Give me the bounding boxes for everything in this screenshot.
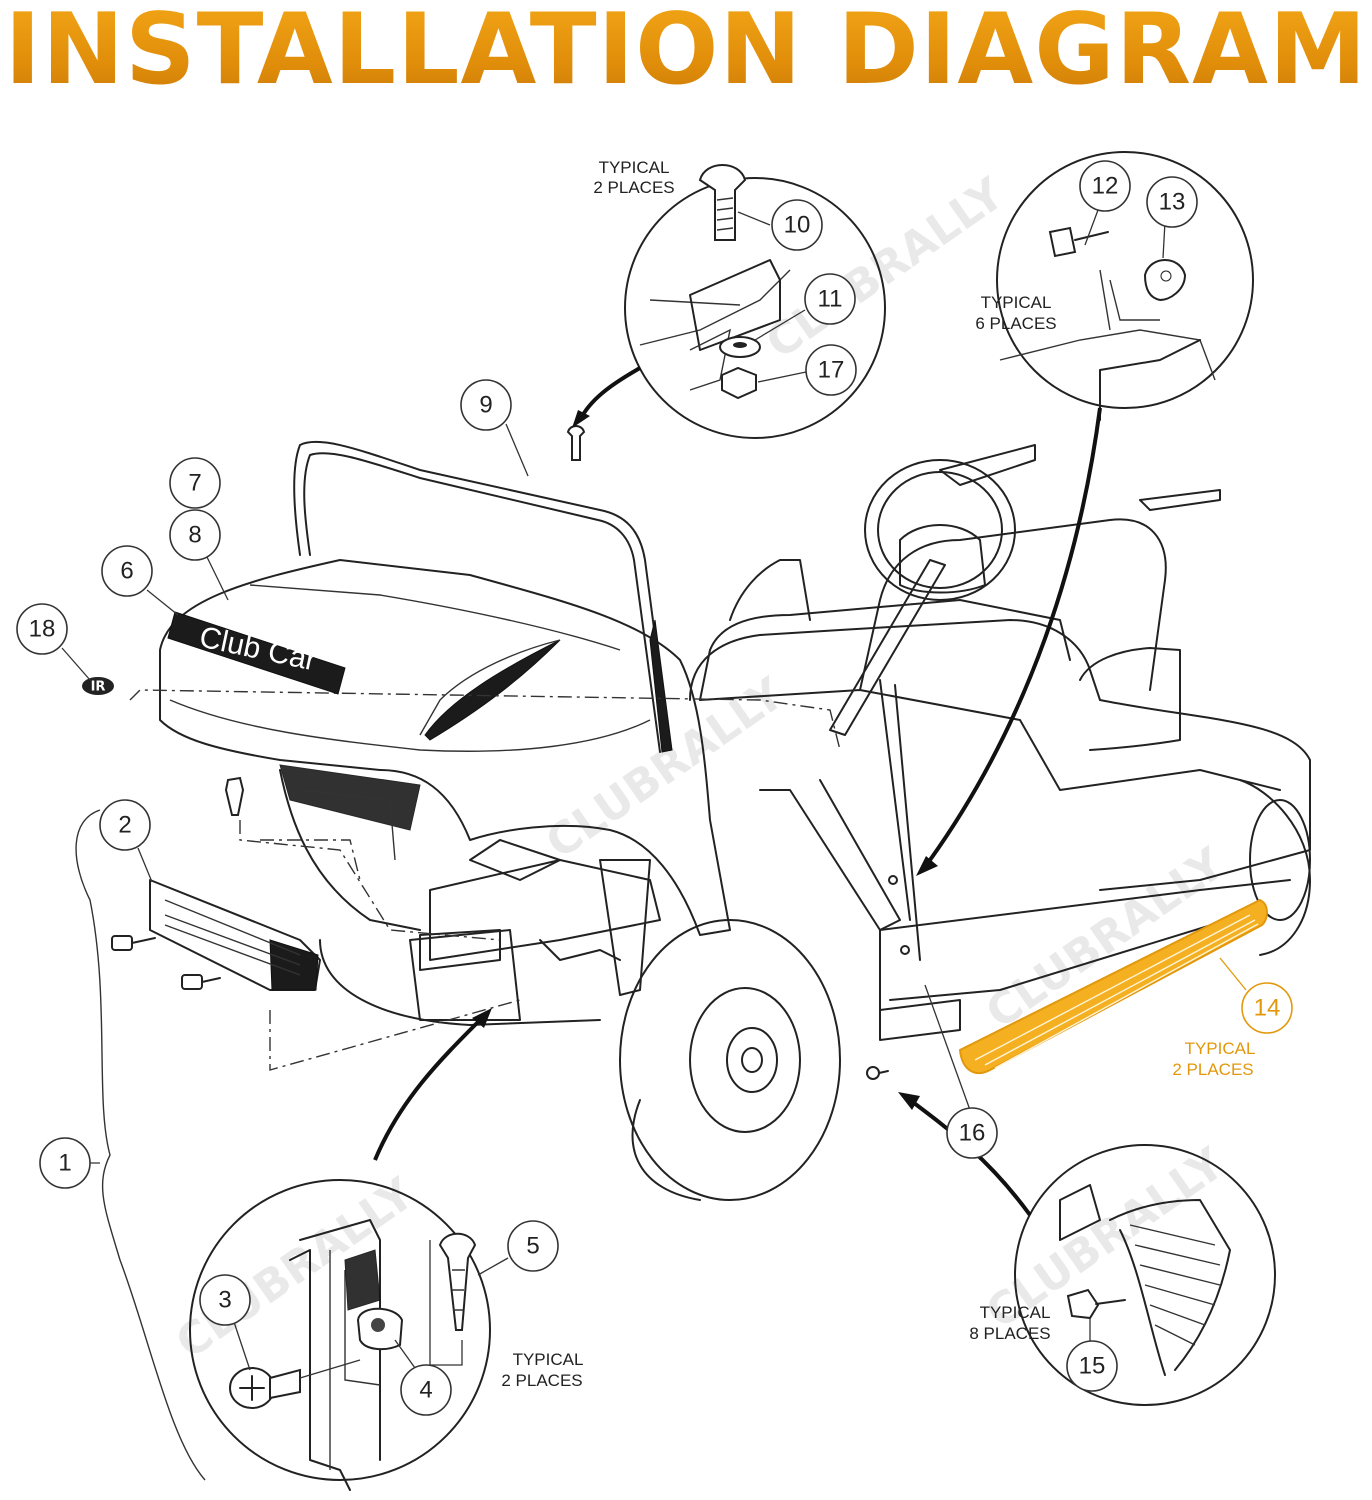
svg-text:TYPICAL: TYPICAL xyxy=(513,1350,584,1369)
callout-5: 5 xyxy=(507,1220,559,1272)
svg-text:8: 8 xyxy=(188,522,201,549)
svg-text:8 PLACES: 8 PLACES xyxy=(969,1324,1050,1343)
watermark-1: CLUBRALLY xyxy=(757,168,1014,369)
note-bumper-detail: TYPICAL 2 PLACES xyxy=(501,1350,583,1390)
callout-14: 14 xyxy=(1241,982,1293,1034)
svg-text:15: 15 xyxy=(1079,1353,1106,1380)
callout-16: 16 xyxy=(946,1107,998,1159)
svg-text:3: 3 xyxy=(218,1287,231,1314)
detail-bolt-top xyxy=(572,164,886,439)
svg-text:2: 2 xyxy=(118,812,131,839)
leader-lines xyxy=(61,209,1247,1371)
ir-logo: IR xyxy=(82,677,114,695)
svg-text:2 PLACES: 2 PLACES xyxy=(593,178,674,197)
callout-9: 9 xyxy=(460,379,512,431)
detail-hood-mount xyxy=(916,151,1254,876)
svg-text:9: 9 xyxy=(479,392,492,419)
note-top-right: TYPICAL 6 PLACES xyxy=(975,293,1056,333)
svg-text:6: 6 xyxy=(120,558,133,585)
bumper-bolt-1 xyxy=(111,935,156,951)
note-bolt-top: TYPICAL 2 PLACES xyxy=(593,158,674,197)
callout-6: 6 xyxy=(101,545,153,597)
svg-text:13: 13 xyxy=(1159,189,1186,216)
svg-text:TYPICAL: TYPICAL xyxy=(1185,1039,1256,1058)
callout-2: 2 xyxy=(99,799,151,851)
callout-4: 4 xyxy=(400,1364,452,1416)
front-bumper xyxy=(75,776,521,1481)
sill-screw xyxy=(866,1066,889,1080)
svg-text:18: 18 xyxy=(29,616,56,643)
callout-7: 7 xyxy=(169,457,221,509)
callout-10: 10 xyxy=(771,199,823,251)
callout-1: 1 xyxy=(39,1137,91,1189)
svg-text:2 PLACES: 2 PLACES xyxy=(501,1371,582,1390)
note-sill-detail: TYPICAL 8 PLACES xyxy=(969,1303,1050,1343)
svg-text:12: 12 xyxy=(1092,173,1119,200)
callout-8: 8 xyxy=(169,509,221,561)
svg-text:2 PLACES: 2 PLACES xyxy=(1172,1060,1253,1079)
svg-text:14: 14 xyxy=(1254,995,1281,1022)
callout-12: 12 xyxy=(1079,160,1131,212)
svg-text:4: 4 xyxy=(419,1377,432,1404)
svg-text:TYPICAL: TYPICAL xyxy=(980,1303,1051,1322)
svg-text:17: 17 xyxy=(818,357,845,384)
callout-13: 13 xyxy=(1146,176,1198,228)
svg-text:10: 10 xyxy=(784,212,811,239)
callout-17: 17 xyxy=(805,344,857,396)
badge-label: Club Car xyxy=(197,621,320,678)
svg-text:7: 7 xyxy=(188,470,201,497)
callout-3: 3 xyxy=(199,1274,251,1326)
svg-text:16: 16 xyxy=(959,1120,986,1147)
bumper-bolt-2 xyxy=(181,974,221,990)
page-title: INSTALLATION DIAGRAM xyxy=(0,0,1372,108)
golf-cart-illustration xyxy=(129,440,1311,1201)
svg-text:1: 1 xyxy=(58,1150,71,1177)
note-sill: TYPICAL 2 PLACES xyxy=(1172,1039,1255,1079)
svg-text:TYPICAL: TYPICAL xyxy=(981,293,1052,312)
svg-text:11: 11 xyxy=(818,286,843,313)
club-car-badge: Club Car xyxy=(167,611,346,695)
svg-text:6 PLACES: 6 PLACES xyxy=(975,314,1056,333)
ir-logo-text: IR xyxy=(91,680,106,695)
callout-15: 15 xyxy=(1066,1340,1118,1392)
svg-text:TYPICAL: TYPICAL xyxy=(599,158,670,177)
detail-bumper-mount xyxy=(189,1008,492,1491)
windshield-screw xyxy=(566,425,586,461)
svg-text:5: 5 xyxy=(526,1233,539,1260)
callout-18: 18 xyxy=(16,603,68,655)
callout-11: 11 xyxy=(804,273,856,325)
